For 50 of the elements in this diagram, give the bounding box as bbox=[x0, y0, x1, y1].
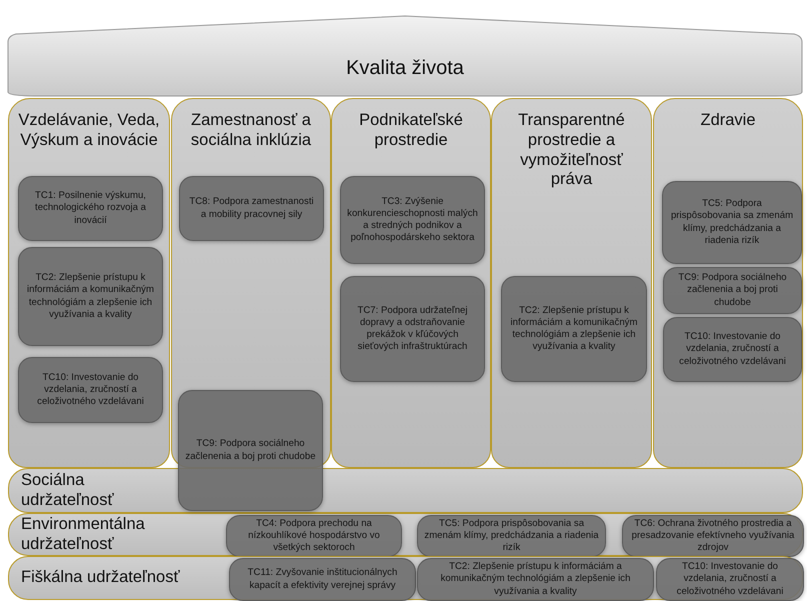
goal-box bbox=[663, 267, 802, 314]
goal-box bbox=[229, 558, 416, 601]
band-heading: Environmentálna udržateľnosť bbox=[21, 514, 146, 554]
goal-box bbox=[179, 176, 324, 241]
goal-box bbox=[417, 515, 606, 557]
goal-text: TC2: Zlepšenie prístupu k informáciám a komunikačným technológiám a zlepšenie ich využívania a kvality bbox=[440, 561, 632, 598]
goal-box bbox=[18, 247, 163, 346]
column-heading: Zdravie bbox=[700, 111, 756, 131]
goal-box bbox=[178, 390, 323, 511]
goal-text: TC8: Podpora zamestnanosti a mobility pracovnej sily bbox=[188, 196, 315, 221]
column-heading: Zamestnanosť a sociálna inklúzia bbox=[190, 111, 312, 151]
pillar-column bbox=[491, 98, 652, 468]
goal-text: TC9: Podpora sociálneho začlenenia a boj proti chudobe bbox=[677, 272, 788, 309]
goal-box bbox=[417, 558, 654, 601]
goal-text: TC10: Investovanie do vzdelania, zručností a celoživotného vzdelávani bbox=[678, 331, 787, 368]
goal-text: TC6: Ochrana životného prostredia a presadzovanie efektívneho využívania zdrojov bbox=[630, 518, 796, 554]
pillar-column bbox=[653, 98, 803, 468]
goal-box bbox=[18, 176, 163, 241]
sustainability-band bbox=[8, 513, 803, 556]
goal-box bbox=[501, 276, 647, 382]
goal-box bbox=[226, 515, 402, 557]
band-heading: Sociálna udržateľnosť bbox=[21, 470, 115, 510]
column-heading: Vzdelávanie, Veda, Výskum a inovácie bbox=[17, 111, 161, 151]
goal-box bbox=[663, 317, 802, 382]
goal-text: TC2: Zlepšenie prístupu k informáciám a komunikačným technológiám a zlepšenie ich využívania a kvality bbox=[510, 304, 638, 354]
pillar-column bbox=[8, 98, 170, 468]
band-heading: Fiškálna udržateľnosť bbox=[21, 568, 181, 588]
goal-text: TC4: Podpora prechodu na nízkouhlíkové hospodárstvo vo všetkých sektoroch bbox=[247, 518, 381, 554]
goal-text: TC5: Podpora prispôsobovania sa zmenám klímy, predchádzania a riadenia rizík bbox=[670, 198, 794, 247]
goal-box bbox=[662, 181, 802, 264]
goal-box bbox=[18, 357, 163, 423]
goal-text: TC2: Zlepšenie prístupu k informáciám a komunikačným technológiám a zlepšenie ich využívania a kvality bbox=[26, 272, 155, 321]
goal-box bbox=[340, 176, 485, 264]
goal-text: TC7: Podpora udržateľnej dopravy a odstraňovanie prekážok v kľúčových sieťových infraštruktúrach bbox=[356, 304, 468, 354]
pillar-column bbox=[331, 98, 491, 468]
goal-text: TC5: Podpora prispôsobovania sa zmenám klímy, predchádzania a riadenia rizík bbox=[424, 518, 599, 554]
goal-text: TC3: Zvýšenie konkurencieschopnosti malých a stredných podnikov a poľnohospodárskeho sektora bbox=[347, 196, 478, 244]
goal-text: TC10: Investovanie do vzdelania, zručností a celoživotného vzdelávani bbox=[676, 561, 784, 598]
goal-box bbox=[656, 558, 804, 601]
roof-banner bbox=[8, 14, 802, 96]
goal-text: TC1: Posilnenie výskumu, technologického rozvoja a inovácií bbox=[34, 190, 147, 227]
goal-box bbox=[622, 515, 804, 557]
goal-text: TC10: Investovanie do vzdelania, zručností a celoživotného vzdelávani bbox=[36, 372, 145, 408]
sustainability-band bbox=[8, 556, 803, 600]
roof-title: Kvalita života bbox=[346, 56, 464, 80]
goal-text: TC11: Zvyšovanie inštitucionálnych kapacít a efektivity verejnej správy bbox=[246, 567, 398, 592]
goal-box bbox=[340, 276, 485, 382]
goal-text: TC9: Podpora sociálneho začlenenia a boj proti chudobe bbox=[185, 438, 316, 463]
column-heading: Transparentné prostredie a vymožiteľnosť práva bbox=[517, 111, 626, 190]
column-heading: Podnikateľské prostredie bbox=[358, 111, 464, 151]
